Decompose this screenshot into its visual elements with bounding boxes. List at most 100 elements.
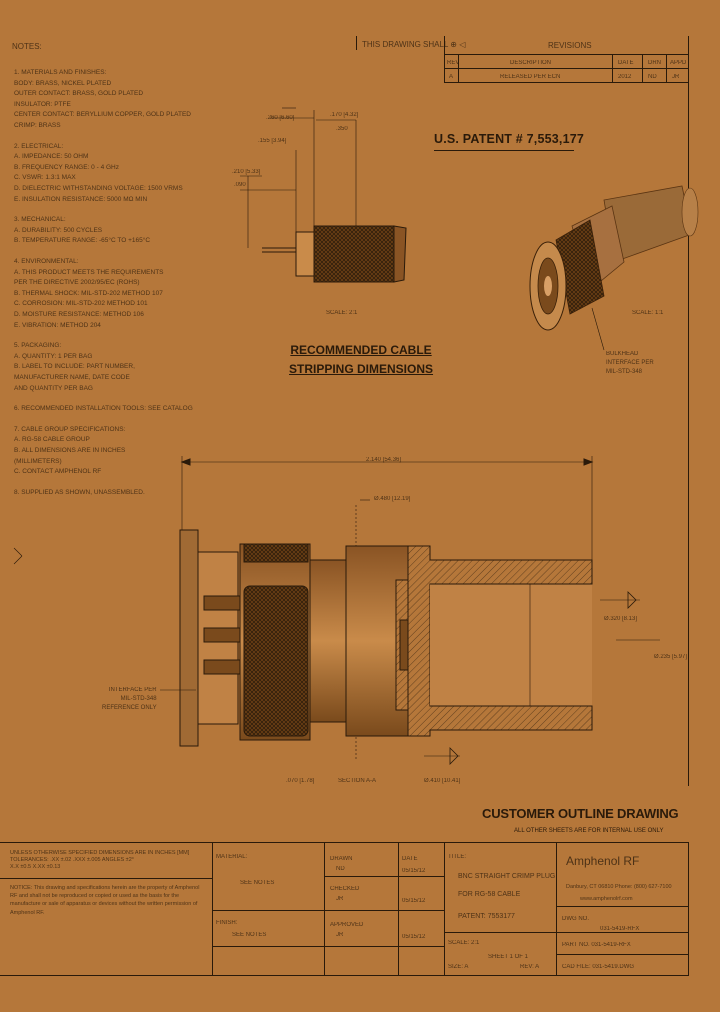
company-logo: Amphenol RF xyxy=(566,854,640,868)
note-line: D. DIELECTRIC WITHSTANDING VOLTAGE: 1500… xyxy=(14,185,183,192)
strip-dim-b: .170 [4.32] xyxy=(330,112,359,118)
note-line: B. ALL DIMENSIONS ARE IN INCHES xyxy=(14,447,126,454)
strip-dim-d: .155 [3.94] xyxy=(258,138,287,144)
dim-bottom2: SECTION A-A xyxy=(338,778,377,784)
material-label: MATERIAL: xyxy=(216,854,248,860)
date-3: 05/15/12 xyxy=(402,934,426,940)
dim-dia-top: Ø.480 [12.19] xyxy=(374,496,411,502)
dim-dia-right2: Ø.235 [5.97] xyxy=(654,654,688,660)
company-web: www.amphenolrf.com xyxy=(580,896,633,902)
note-line: C. CORROSION: MIL-STD-202 METHOD 101 xyxy=(14,300,148,308)
rev-row-desc: RELEASED PER ECN xyxy=(500,74,561,80)
dim-bottom3: Ø.410 [10.41] xyxy=(424,778,461,784)
cad-file-value: CAD FILE: 031-5419.DWG xyxy=(562,964,635,970)
note-line: AND QUANTITY PER BAG xyxy=(14,384,93,392)
rev-col-drn: DRN xyxy=(648,60,661,66)
note-line: D. MOISTURE RESISTANCE: METHOD 106 xyxy=(14,311,144,318)
finish-label: FINISH: xyxy=(216,920,238,926)
third-angle-text: THIS DRAWING SHALL ⊕ ◁ xyxy=(362,40,466,49)
size-value: SIZE: A xyxy=(448,964,469,970)
company-address: Danbury, CT 06810 Phone: (800) 627-7100 xyxy=(566,884,672,890)
note-line: (MILLIMETERS) xyxy=(14,457,62,465)
outline-subtitle: ALL OTHER SHEETS ARE FOR INTERNAL USE ON… xyxy=(514,828,664,834)
note-line: A. DURABILITY: 500 CYCLES xyxy=(14,226,103,234)
third-angle-box xyxy=(356,36,439,50)
notice-text: NOTICE: This drawing and specifications … xyxy=(10,885,200,916)
revision-block xyxy=(444,36,689,82)
patent-label: U.S. PATENT # 7,553,177 xyxy=(434,132,585,146)
strip-dim-c: .210 [5.33] xyxy=(232,169,261,175)
material-value: SEE NOTES xyxy=(240,880,275,886)
connector-photo xyxy=(529,185,699,351)
note-line: CENTER CONTACT: BERYLLIUM COPPER, GOLD P… xyxy=(14,111,191,119)
note-line: 6. RECOMMENDED INSTALLATION TOOLS: SEE C… xyxy=(14,405,193,413)
dim-dia-right1: Ø.320 [8.13] xyxy=(604,616,638,622)
title-line-1: BNC STRAIGHT CRIMP PLUG xyxy=(458,873,556,880)
revisions-title: REVISIONS xyxy=(548,41,592,50)
approved-label: APPROVED xyxy=(330,922,364,928)
title-line-3: PATENT: 7553177 xyxy=(458,913,515,920)
note-line: B. FREQUENCY RANGE: 0 - 4 GHz xyxy=(14,163,119,171)
rev-col-date: DATE xyxy=(618,60,634,66)
note-line: 8. SUPPLIED AS SHOWN, UNASSEMBLED. xyxy=(14,488,145,496)
title-label: TITLE: xyxy=(448,854,467,860)
drawn-value: ND xyxy=(336,866,345,872)
strip-drawing xyxy=(240,107,407,283)
note-line: B. TEMPERATURE RANGE: -65°C TO +165°C xyxy=(14,237,151,245)
rev-row-appd: JR xyxy=(672,74,680,80)
note-line: 4. ENVIRONMENTAL: xyxy=(14,258,79,265)
date-label: DATE xyxy=(402,856,418,862)
note-line: BODY: BRASS, NICKEL PLATED xyxy=(14,79,112,87)
part-value: PART NO. 031-5419-RFX xyxy=(562,942,631,948)
note-line: E. VIBRATION: METHOD 204 xyxy=(14,321,101,329)
rec-line-2: STRIPPING DIMENSIONS xyxy=(289,362,434,376)
rev-row-rev: A xyxy=(449,74,454,80)
recommended-stripping-title: RECOMMENDED CABLE STRIPPING DIMENSIONS xyxy=(289,341,433,379)
approved-value: JR xyxy=(336,932,344,938)
photo-callout: BULKHEAD INTERFACE PER MIL-STD-348 xyxy=(606,351,654,375)
checked-value: JR xyxy=(336,896,344,902)
strip-dim-e: .350 xyxy=(336,126,348,132)
date-2: 05/15/12 xyxy=(402,898,426,904)
strip-scale: SCALE: 2:1 xyxy=(326,310,358,316)
note-line: A. IMPEDANCE: 50 OHM xyxy=(14,153,89,161)
note-line: MANUFACTURER NAME, DATE CODE xyxy=(14,374,130,381)
note-line: INSULATOR: PTFE xyxy=(14,100,71,108)
note-line: OUTER CONTACT: BRASS, GOLD PLATED xyxy=(14,90,144,98)
note-line: 1. MATERIALS AND FINISHES: xyxy=(14,69,107,76)
rev-col-desc: DESCRIPTION xyxy=(510,60,552,66)
note-line: CRIMP: BRASS xyxy=(14,122,61,129)
date-1: 05/15/12 xyxy=(402,868,426,874)
outline-title: CUSTOMER OUTLINE DRAWING xyxy=(482,806,679,821)
rev-value: REV: A xyxy=(520,964,540,970)
rec-line-1: RECOMMENDED CABLE xyxy=(290,343,432,357)
note-line: B. LABEL TO INCLUDE: PART NUMBER, xyxy=(14,363,135,371)
note-line: A. RG-58 CABLE GROUP xyxy=(14,436,90,444)
note-line: 3. MECHANICAL: xyxy=(14,216,66,224)
note-line: A. THIS PRODUCT MEETS THE REQUIREMENTS xyxy=(14,268,164,276)
note-line: 2. ELECTRICAL: xyxy=(14,142,64,150)
title-line-2: FOR RG-58 CABLE xyxy=(458,891,521,898)
notes-label: NOTES: xyxy=(12,42,42,51)
photo-scale: SCALE: 1:1 xyxy=(632,310,664,316)
rev-row-drn: ND xyxy=(648,74,657,80)
dwg-label: DWG NO. xyxy=(562,916,589,922)
dwg-value: 031-5419-RFX xyxy=(600,926,640,932)
note-line: E. INSULATION RESISTANCE: 5000 MΩ MIN xyxy=(14,195,148,203)
note-line: A. QUANTITY: 1 PER BAG xyxy=(14,352,93,360)
main-connector-drawing xyxy=(13,456,660,765)
tolerance-block: UNLESS OTHERWISE SPECIFIED DIMENSIONS AR… xyxy=(10,850,190,870)
note-line: C. CONTACT AMPHENOL RF xyxy=(14,468,102,476)
strip-dim-f: .090 xyxy=(234,182,246,188)
note-line: 5. PACKAGING: xyxy=(14,342,62,350)
checked-label: CHECKED xyxy=(330,886,360,892)
rev-row-date: 2012 xyxy=(618,74,632,80)
sheet-value: SHEET 1 OF 1 xyxy=(488,954,528,960)
note-line: C. VSWR: 1.3:1 MAX xyxy=(14,174,76,182)
scale-value: SCALE: 2:1 xyxy=(448,940,480,946)
dim-left-callout: INTERFACE PER MIL-STD-348 REFERENCE ONLY xyxy=(102,687,157,711)
rev-col-appd: APPD xyxy=(670,60,687,66)
dim-overall: 2.140 [54.36] xyxy=(366,457,402,463)
